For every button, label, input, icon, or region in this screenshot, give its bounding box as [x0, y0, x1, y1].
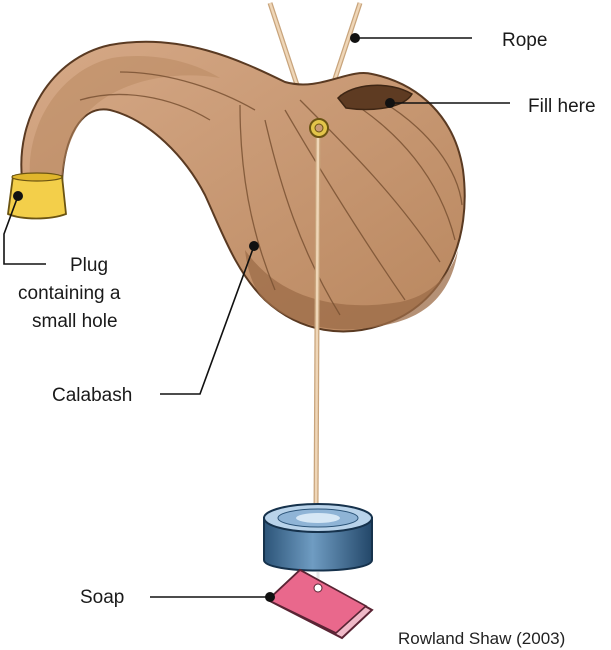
rope-leader-dot: [350, 33, 360, 43]
label-calabash: Calabash: [52, 384, 132, 407]
credit-text: Rowland Shaw (2003): [398, 627, 565, 650]
soap-leader-dot: [265, 592, 275, 602]
fill-leader-dot: [385, 98, 395, 108]
calabash-leader-dot: [249, 241, 259, 251]
label-soap: Soap: [80, 586, 124, 609]
soap-bar: [268, 570, 372, 638]
label-plug-line1: Plug: [70, 254, 108, 277]
label-rope: Rope: [502, 29, 547, 52]
label-fill-here: Fill here: [528, 95, 596, 118]
label-plug-line3: small hole: [32, 310, 118, 333]
plug-leader-dot: [13, 191, 23, 201]
label-plug-line2: containing a: [18, 282, 120, 305]
soap-holder-can: [264, 504, 372, 571]
